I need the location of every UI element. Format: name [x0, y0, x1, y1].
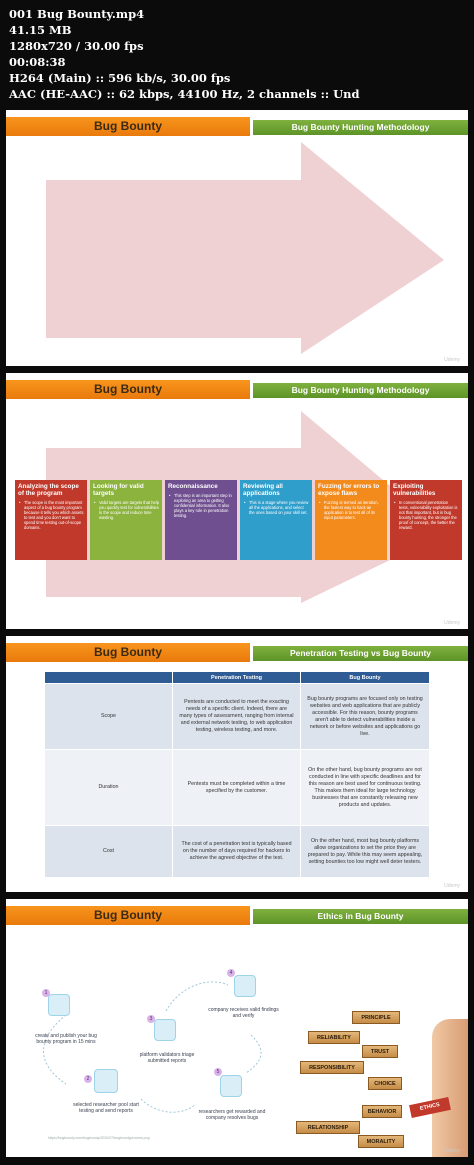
table-cell: Pentests are conducted to meet the exact… — [172, 683, 301, 750]
card-text: In conventional penetration tests, vulne… — [393, 500, 459, 530]
table-header-cell: Penetration Testing — [172, 671, 301, 684]
slide-subtitle: Bug Bounty Hunting Methodology — [291, 122, 430, 132]
tower-block: MORALITY — [358, 1135, 404, 1148]
megaphone-icon — [48, 994, 70, 1016]
tower-block: RELIABILITY — [308, 1031, 360, 1044]
step-number: 4 — [227, 969, 235, 977]
paper-plane-icon — [234, 975, 256, 997]
slide-subtitle: Penetration Testing vs Bug Bounty — [289, 648, 432, 658]
methodology-card-6: Exploiting vulnerabilities In convention… — [390, 480, 462, 560]
card-text: The scope is the most important aspect o… — [18, 500, 84, 530]
tower-block: RELATIONSHIP — [296, 1121, 360, 1134]
table-cell: Pentests must be completed within a time… — [172, 749, 301, 826]
tower-block: BEHAVIOR — [362, 1105, 402, 1118]
step-label: researchers get rewarded and company res… — [198, 1109, 266, 1121]
process-cycle-arrows — [43, 981, 262, 1113]
row-label: Duration — [44, 749, 173, 826]
table-cell: On the other hand, most bug bounty platf… — [300, 825, 430, 878]
table-header-cell — [44, 671, 173, 684]
slide-footer: Udemy — [444, 1148, 460, 1154]
slide-title-bar: Bug Bounty — [6, 380, 250, 399]
slide-thumbnail-1[interactable]: Bug Bounty Bug Bounty Hunting Methodolog… — [6, 110, 468, 366]
slide-title-bar: Bug Bounty — [6, 906, 250, 925]
card-heading: Fuzzing for errors to expose flaws — [318, 483, 380, 497]
methodology-card-1: Analyzing the scope of the program The s… — [15, 480, 87, 560]
file-resolution: 1280x720 / 30.00 fps — [9, 39, 144, 53]
tower-block: TRUST — [362, 1045, 398, 1058]
step-label: create and publish your bug bounty progr… — [35, 1033, 97, 1045]
slide-title: Bug Bounty — [94, 645, 162, 659]
comparison-table: Penetration Testing Bug Bounty Scope Pen… — [44, 671, 430, 878]
slide-thumbnail-3[interactable]: Bug Bounty Penetration Testing vs Bug Bo… — [6, 636, 468, 892]
slide-thumbnail-2[interactable]: Bug Bounty Bug Bounty Hunting Methodolog… — [6, 373, 468, 629]
step-label: selected researcher pool start testing a… — [73, 1102, 139, 1114]
slide-header: Bug Bounty Ethics in Bug Bounty — [6, 906, 468, 925]
card-heading: Reviewing all applications — [243, 483, 283, 497]
card-text: This step is an important step in explor… — [168, 493, 234, 518]
slide-title-bar: Bug Bounty — [6, 643, 250, 662]
tower-block: PRINCIPLE — [352, 1011, 400, 1024]
tower-block: RESPONSIBILITY — [300, 1061, 364, 1074]
table-row: Cost The cost of a penetration test is t… — [44, 825, 430, 878]
file-duration: 00:08:38 — [9, 55, 66, 69]
step-number: 5 — [214, 1068, 222, 1076]
card-heading: Looking for valid targets — [93, 483, 144, 497]
card-text: This is a stage where you review all the… — [243, 500, 309, 515]
table-cell: The cost of a penetration test is typica… — [172, 825, 301, 878]
file-info: 001 Bug Bounty.mp4 41.15 MB 1280x720 / 3… — [9, 6, 360, 102]
slide-footer: Udemy — [444, 883, 460, 889]
slide-subtitle-bar: Bug Bounty Hunting Methodology — [253, 120, 468, 135]
row-label: Scope — [44, 683, 173, 750]
table-header-cell: Bug Bounty — [300, 671, 430, 684]
slide-title-bar: Bug Bounty — [6, 117, 250, 136]
card-text: Fuzzing is termed as iteration, the fast… — [318, 500, 384, 520]
slide-thumbnail-4[interactable]: Bug Bounty Ethics in Bug Bounty 1 create… — [6, 899, 468, 1157]
slide-title: Bug Bounty — [94, 119, 162, 133]
card-text: Valid targets are targets that help you … — [93, 500, 159, 520]
source-url: https://bugbounty.com/bugbounty/2020/07/… — [48, 1136, 150, 1140]
methodology-card-3: Reconnaissance This step is an important… — [165, 480, 237, 560]
slide-title: Bug Bounty — [94, 908, 162, 922]
step-label: platform validators triage submitted rep… — [139, 1052, 195, 1064]
ethics-tower: PRINCIPLE RELIABILITY TRUST RESPONSIBILI… — [292, 979, 468, 1157]
card-heading: Exploiting vulnerabilities — [393, 483, 436, 497]
table-row: Duration Pentests must be completed with… — [44, 749, 430, 826]
row-label: Cost — [44, 825, 173, 878]
methodology-card-5: Fuzzing for errors to expose flaws Fuzzi… — [315, 480, 387, 560]
slide-subtitle-bar: Ethics in Bug Bounty — [253, 909, 468, 924]
bug-icon — [94, 1069, 118, 1093]
step-label: company receives valid findings and veri… — [208, 1007, 279, 1019]
step-number: 1 — [42, 989, 50, 997]
table-header-row: Penetration Testing Bug Bounty — [44, 671, 430, 684]
methodology-card-2: Looking for valid targets Valid targets … — [90, 480, 162, 560]
file-size: 41.15 MB — [9, 23, 72, 37]
step-number: 3 — [147, 1015, 155, 1023]
methodology-card-4: Reviewing all applications This is a sta… — [240, 480, 312, 560]
slide-subtitle: Bug Bounty Hunting Methodology — [291, 385, 430, 395]
table-cell: Bug bounty programs are focused only on … — [300, 683, 430, 750]
slide-footer: Udemy — [444, 620, 460, 626]
video-codec: H264 (Main) :: 596 kb/s, 30.00 fps — [9, 71, 231, 85]
slide-footer: Udemy — [444, 357, 460, 363]
table-row: Scope Pentests are conducted to meet the… — [44, 683, 430, 750]
step-number: 2 — [84, 1075, 92, 1083]
hand-illustration — [432, 1019, 468, 1157]
slide-header: Bug Bounty Bug Bounty Hunting Methodolog… — [6, 380, 468, 399]
slide-title: Bug Bounty — [94, 382, 162, 396]
card-heading: Reconnaissance — [168, 483, 218, 490]
slide-subtitle-bar: Bug Bounty Hunting Methodology — [253, 383, 468, 398]
slide-header: Bug Bounty Penetration Testing vs Bug Bo… — [6, 643, 468, 662]
arrow-shape — [46, 142, 444, 354]
slide-header: Bug Bounty Bug Bounty Hunting Methodolog… — [6, 117, 468, 136]
file-name: 001 Bug Bounty.mp4 — [9, 7, 145, 21]
audio-codec: AAC (HE-AAC) :: 62 kbps, 44100 Hz, 2 cha… — [9, 87, 360, 101]
card-heading: Analyzing the scope of the program — [18, 483, 79, 497]
report-icon — [154, 1019, 176, 1041]
table-cell: On the other hand, bug bounty programs a… — [300, 749, 430, 826]
slide-subtitle: Ethics in Bug Bounty — [317, 911, 404, 921]
tower-block: CHOICE — [368, 1077, 402, 1090]
slide-subtitle-bar: Penetration Testing vs Bug Bounty — [253, 646, 468, 661]
shield-icon — [220, 1075, 242, 1097]
